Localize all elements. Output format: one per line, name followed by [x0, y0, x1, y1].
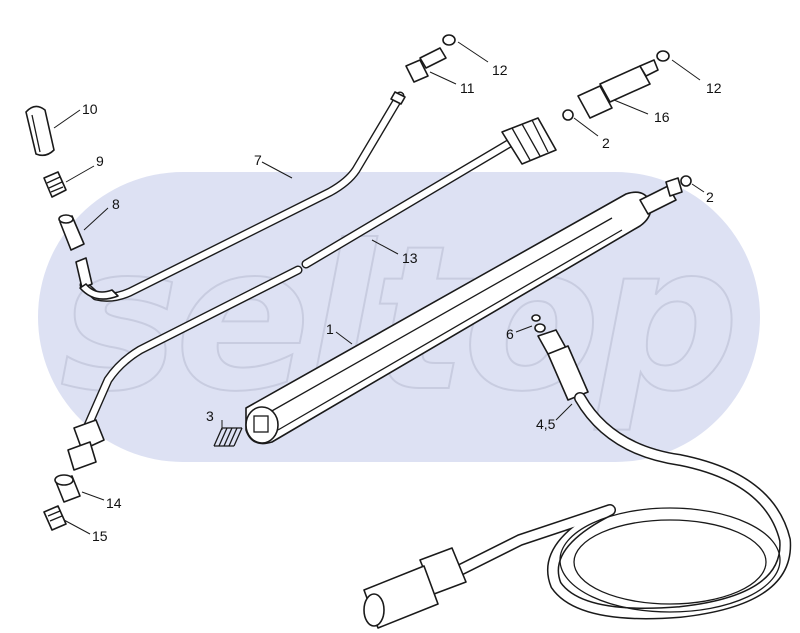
part-13-long-lance — [67, 117, 557, 471]
callout-3: 3 — [206, 408, 214, 424]
callout-13: 13 — [402, 250, 418, 266]
part-12-o-ring-a — [442, 34, 456, 46]
leader-lines — [53, 41, 705, 535]
part-3-spring — [213, 427, 243, 447]
callout-2-right: 2 — [706, 189, 714, 205]
callout-15: 15 — [92, 528, 108, 544]
part-7-lance-tube — [75, 91, 406, 302]
part-11-adapter — [405, 47, 447, 83]
part-16-coupling — [577, 59, 659, 119]
part-10-nozzle-cap — [25, 105, 55, 157]
part-9-nozzle — [43, 171, 67, 198]
callout-14: 14 — [106, 495, 122, 511]
callout-11: 11 — [460, 80, 475, 96]
callout-10: 10 — [82, 101, 98, 117]
part-2-o-ring-b — [680, 175, 692, 187]
part-1-handle — [245, 177, 683, 445]
callout-4-5: 4,5 — [536, 416, 556, 432]
callout-6: 6 — [506, 326, 514, 342]
callout-12-right: 12 — [706, 80, 722, 96]
part-4-5-hose — [363, 329, 792, 629]
callout-9: 9 — [96, 153, 104, 169]
callout-1: 1 — [326, 321, 334, 337]
part-2-o-ring-a — [562, 109, 574, 121]
callout-7: 7 — [254, 152, 262, 168]
part-15-nozzle — [43, 505, 67, 531]
part-12-o-ring-b — [656, 50, 670, 62]
part-6-o-rings — [531, 314, 546, 333]
callout-12-top: 12 — [492, 62, 508, 78]
callout-2-upper: 2 — [602, 135, 610, 151]
callout-8: 8 — [112, 196, 120, 212]
callout-16: 16 — [654, 109, 670, 125]
part-14-nut — [54, 474, 81, 503]
part-8-nut — [58, 214, 85, 251]
watermark-text: seltop — [59, 202, 740, 437]
